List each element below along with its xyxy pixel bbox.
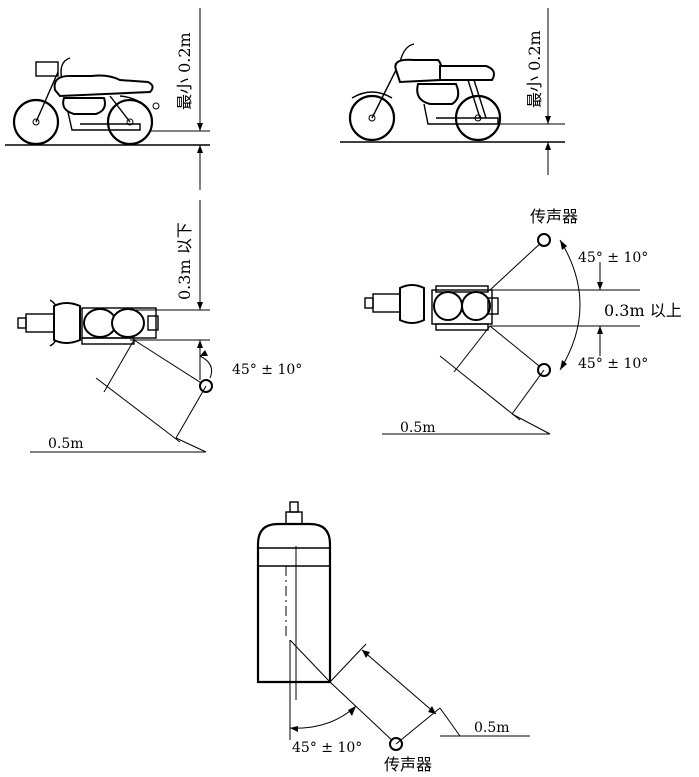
distance-label-right: 0.5m xyxy=(400,420,436,436)
min-height-label-right: 最小 0.2m xyxy=(525,30,544,108)
height-above-label: 0.3m 以上 xyxy=(604,301,682,320)
motorcycle-top-view-right xyxy=(364,233,640,435)
motorcycle-side-view-right xyxy=(340,8,565,175)
motorcycle-top-view-left xyxy=(17,200,213,453)
microphone-top-icon xyxy=(537,233,551,247)
exhaust-rear-view xyxy=(256,501,530,751)
height-below-label: 0.3m 以下 xyxy=(175,222,194,300)
min-height-label-left: 最小 0.2m xyxy=(175,32,194,110)
angle-label-exhaust: 45° ± 10° xyxy=(292,740,362,756)
microphone-label-right: 传声器 xyxy=(530,207,578,226)
distance-label-exhaust: 0.5m xyxy=(474,720,510,736)
distance-label-left: 0.5m xyxy=(48,436,84,452)
microphone-label-exhaust: 传声器 xyxy=(384,755,432,774)
motorcycle-side-view-left xyxy=(5,8,210,190)
angle-label-right-bottom: 45° ± 10° xyxy=(578,356,648,372)
angle-label-right-top: 45° ± 10° xyxy=(578,250,648,266)
angle-label-left: 45° ± 10° xyxy=(232,362,302,378)
